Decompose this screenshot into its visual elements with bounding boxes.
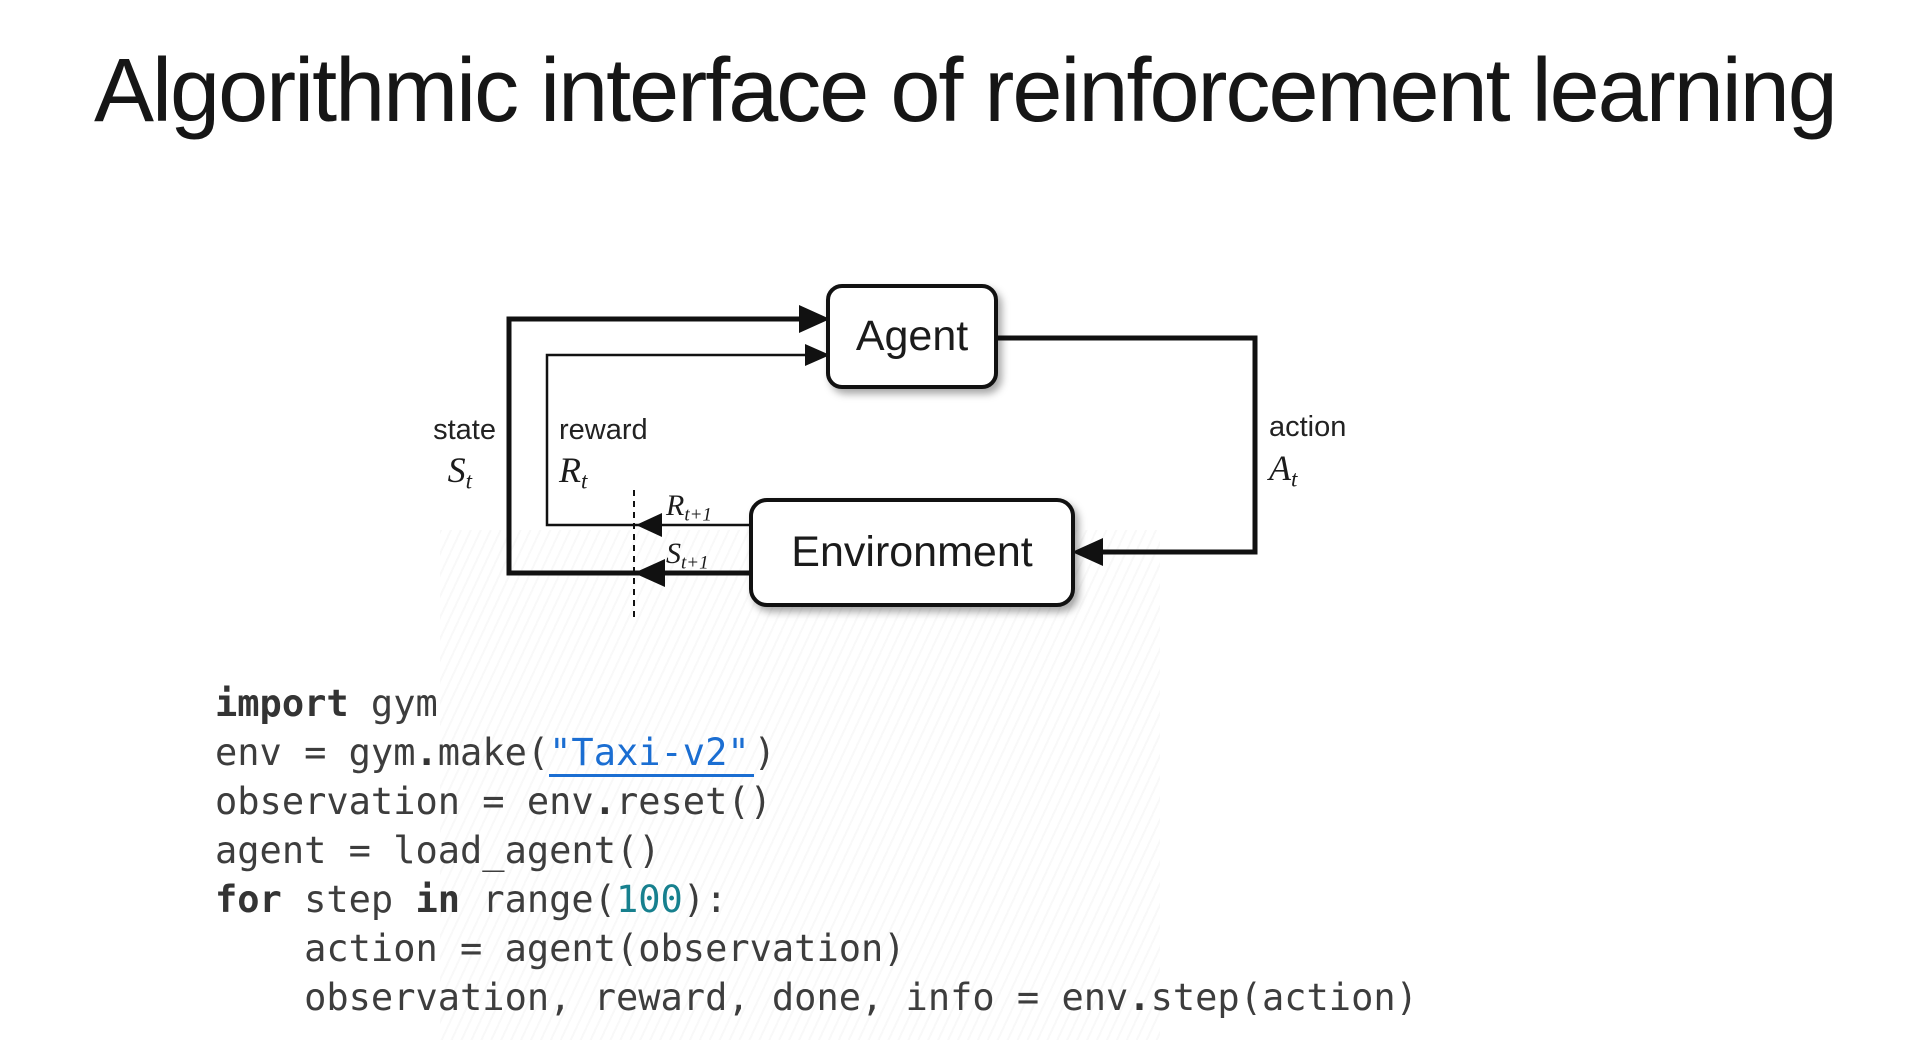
agent-label: Agent [855, 312, 969, 360]
action-symbol: At [1269, 448, 1298, 492]
environment-label: Environment [791, 528, 1033, 576]
code-segment: step [281, 878, 416, 921]
code-segment: ): [682, 878, 728, 921]
code-segment: agent = load_agent() [215, 829, 661, 872]
state-label: state [433, 414, 496, 446]
taxi-v2-link[interactable]: "Taxi-v2" [549, 731, 754, 777]
code-segment: reset() [615, 780, 772, 823]
code-segment: in [415, 878, 461, 921]
code-segment: observation = env [215, 780, 594, 823]
code-segment: step(action) [1150, 976, 1418, 1019]
next-reward-arrowhead [636, 513, 662, 537]
agent-box: Agent [826, 284, 998, 389]
code-segment: 100 [615, 878, 683, 921]
reward-arrowhead-into-agent [805, 344, 830, 366]
code-line: env = gym.make("Taxi-v2") [215, 728, 1418, 777]
code-segment: gym [348, 682, 438, 725]
reward-symbol: Rt [559, 450, 588, 494]
code-segment: for [215, 878, 282, 921]
code-line: observation, reward, done, info = env.st… [215, 973, 1418, 1022]
state-loop-path [506, 316, 820, 576]
background-texture [440, 530, 1160, 1040]
code-segment: . [593, 780, 616, 823]
code-segment: range( [460, 878, 616, 921]
code-segment: import [215, 682, 349, 725]
action-loop-path [998, 335, 1258, 555]
slide-title: Algorithmic interface of reinforcement l… [94, 41, 1838, 141]
code-line: agent = load_agent() [215, 826, 1418, 875]
state-symbol: St [447, 450, 472, 494]
environment-box: Environment [749, 498, 1075, 607]
code-line: observation = env.reset() [215, 777, 1418, 826]
action-label: action [1269, 411, 1347, 443]
state-arrowhead-into-agent [799, 305, 830, 333]
next-reward-symbol: Rt+1 [666, 489, 712, 526]
next-state-arrowhead [634, 559, 665, 587]
next-state-symbol: St+1 [666, 537, 709, 574]
code-segment: ) [753, 731, 776, 774]
code-segment: action = agent(observation) [215, 927, 906, 970]
code-line: import gym [215, 679, 1418, 728]
code-segment: . [415, 731, 438, 774]
code-segment: env = gym [215, 731, 416, 774]
code-segment: observation, reward, done, info = env [215, 976, 1129, 1019]
action-arrowhead-into-environment [1072, 538, 1103, 566]
code-segment: make( [437, 731, 550, 774]
code-line: for step in range(100): [215, 875, 1418, 924]
reward-label: reward [559, 414, 648, 446]
code-segment: . [1128, 976, 1151, 1019]
code-line: action = agent(observation) [215, 924, 1418, 973]
